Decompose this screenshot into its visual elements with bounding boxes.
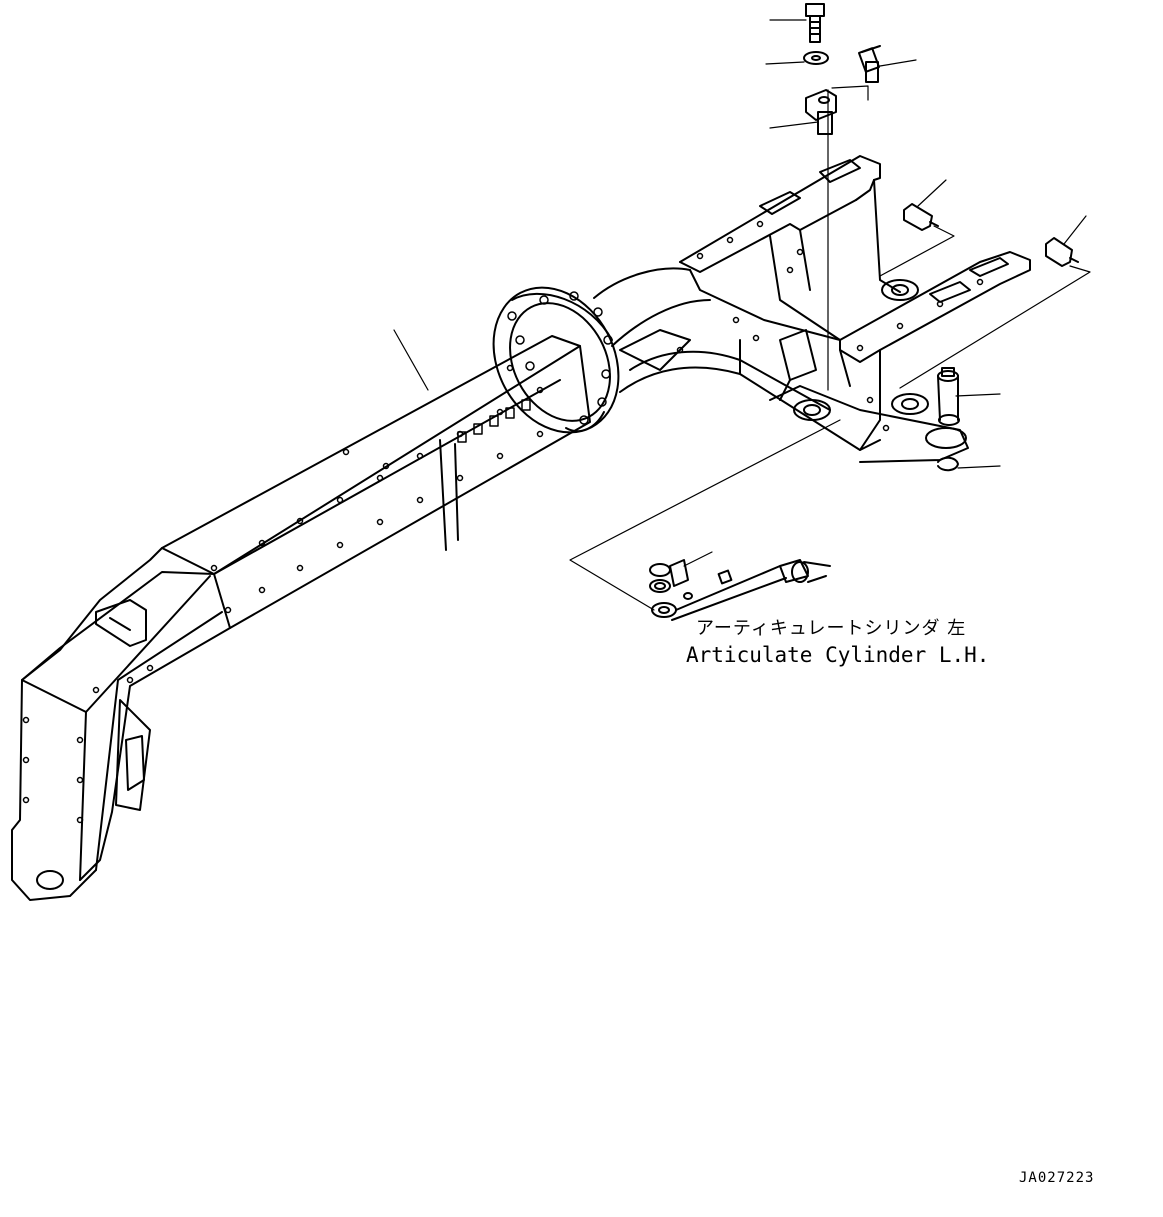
pin-part [938, 368, 959, 425]
exploded-parts [804, 4, 1078, 470]
elbow-fitting-part [859, 46, 880, 82]
rear-frame-box [678, 156, 1031, 462]
leader-lines [394, 20, 1090, 610]
lock-plate-part [806, 90, 836, 134]
bolt-part [806, 4, 824, 42]
drawing-number: JA027223 [1019, 1170, 1095, 1186]
rear-frame-neck [594, 268, 880, 450]
grease-fitting-right [1046, 238, 1078, 266]
clip-part [938, 458, 958, 471]
cylinder-callout-japanese: アーティキュレートシリンダ 左 [696, 618, 967, 639]
cylinder-callout-english: Articulate Cylinder L.H. [686, 643, 990, 667]
grease-fitting-left [904, 204, 938, 230]
front-frame-beam [12, 336, 590, 900]
articulate-cylinder-parts [650, 560, 830, 620]
center-hinge-flange [469, 266, 643, 455]
washer-part [804, 52, 828, 64]
